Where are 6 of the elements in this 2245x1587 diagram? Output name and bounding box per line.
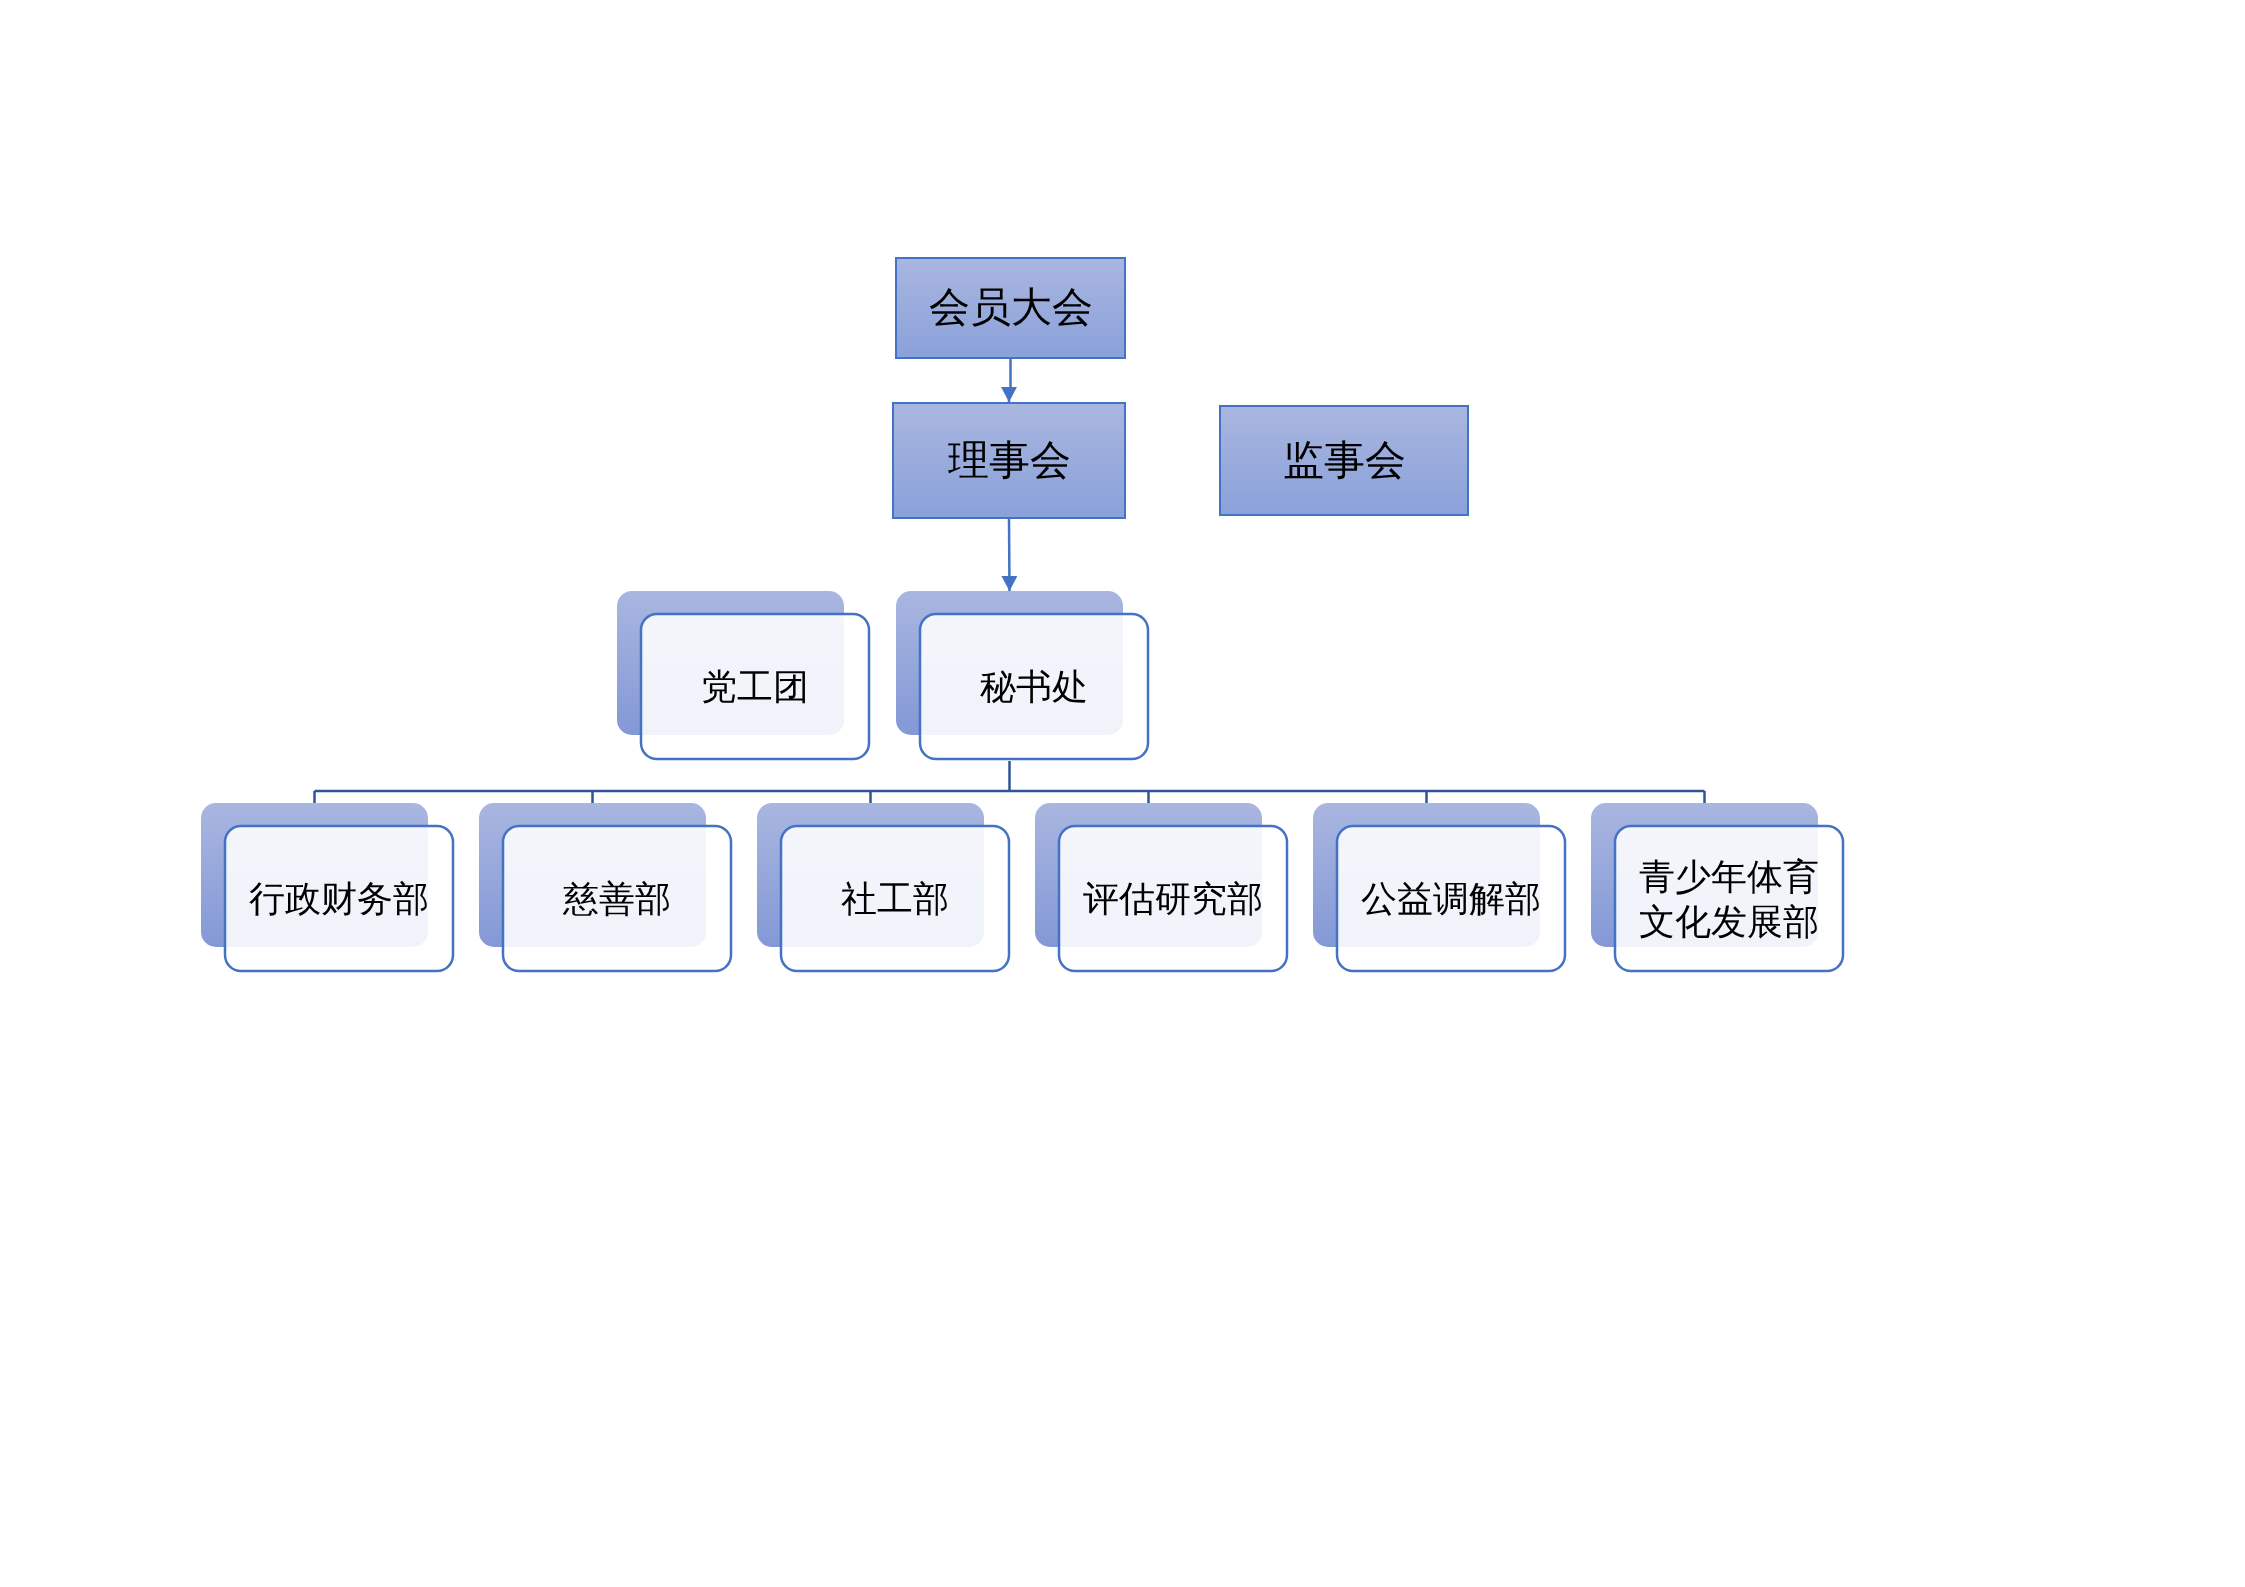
org-box: 会员大会	[895, 257, 1126, 359]
arrow	[1001, 519, 1018, 591]
connector-line	[313, 759, 1706, 805]
org-box: 监事会	[1219, 405, 1469, 516]
arrow	[1001, 359, 1017, 402]
org-box: 理事会	[892, 402, 1126, 519]
